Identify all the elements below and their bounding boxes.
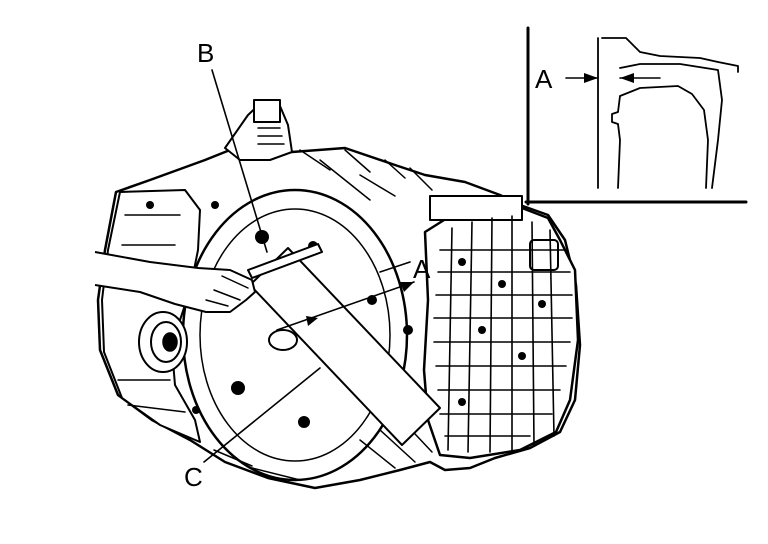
bolt	[403, 325, 413, 335]
feeler-gauge	[247, 243, 323, 279]
arrow-head	[620, 73, 634, 83]
inset-background	[528, 28, 746, 204]
leader-line-a	[379, 261, 411, 273]
bolt	[146, 201, 154, 209]
bracket-ridges	[257, 127, 285, 145]
bolt	[192, 406, 200, 414]
lower-housing-ribs	[213, 417, 433, 481]
leader-line-c	[203, 367, 321, 463]
inset-callout-label-a: A	[535, 64, 553, 94]
measurement-arrow	[276, 281, 415, 331]
feeler-gauge-blade	[247, 243, 323, 279]
leader-line-b	[211, 69, 268, 253]
transmission-assembly	[96, 99, 582, 490]
callout-label-b: B	[197, 38, 214, 68]
callout-label-a: A	[413, 254, 431, 284]
arrow-head	[400, 282, 414, 292]
arrow-head	[306, 316, 318, 326]
hand-outline	[94, 251, 256, 313]
center-hub	[268, 329, 298, 351]
inset-part-profile	[611, 85, 709, 189]
output-hub-inner	[162, 332, 178, 352]
hand-fingers	[205, 275, 249, 307]
valve-body-grid	[433, 215, 573, 453]
bolt	[298, 416, 310, 428]
output-hub-mid	[150, 321, 182, 363]
bell-housing-inner	[199, 208, 391, 462]
inset-detail: A	[524, 26, 748, 206]
hand	[94, 251, 256, 313]
top-bracket-block	[253, 99, 281, 123]
valve-body-bosses	[458, 258, 546, 406]
valve-body-cap	[529, 239, 559, 271]
valve-body-top-plate	[429, 195, 523, 221]
top-ribbing	[299, 149, 433, 201]
callout-label-c: C	[184, 462, 203, 492]
bolt	[231, 381, 245, 395]
arrow-head	[584, 73, 598, 83]
leader-lines	[203, 69, 411, 463]
inset-housing-profile	[601, 37, 739, 189]
bolt	[211, 201, 219, 209]
